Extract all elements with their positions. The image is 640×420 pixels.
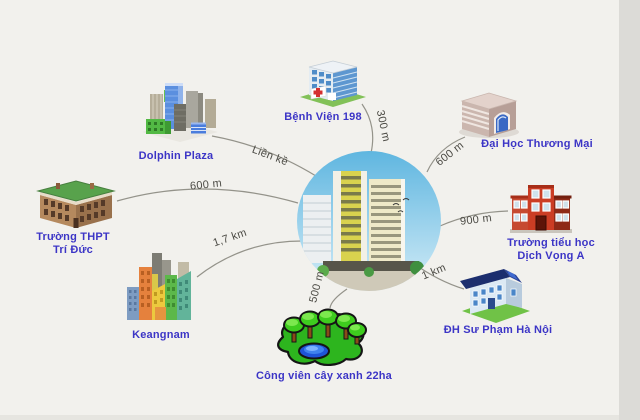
- landmark-label-keangnam: Keangnam: [132, 329, 190, 341]
- landmark-label-truong-tieu-hoc: Trường tiểu học Dịch Vọng A: [507, 237, 595, 262]
- connection-line-dai-hoc-thuong-mai: [426, 136, 466, 173]
- apartment-complex-photo: [297, 151, 441, 291]
- landmark-label-dolphin-plaza: Dolphin Plaza: [138, 150, 214, 162]
- brick-school-building-icon: [36, 180, 116, 228]
- landmark-label-cong-vien-cay-xanh: Công viên cây xanh 22ha: [255, 370, 393, 382]
- solar-panel-icon: [507, 271, 518, 280]
- central-project-ellipse: [297, 151, 441, 291]
- birds-icon: [392, 198, 410, 213]
- red-school-building-icon: [510, 185, 572, 233]
- park-trees-pond-icon: [277, 308, 367, 366]
- connection-line-cong-vien: [329, 288, 348, 309]
- hospital-building-icon: [300, 60, 366, 107]
- connection-line-benh-vien-198: [361, 103, 374, 154]
- landmark-label-truong-thpt-tri-duc: Trường THPT Trí Đức: [36, 231, 110, 256]
- connection-line-keangnam: [196, 240, 303, 278]
- towers-cluster-icon: [142, 83, 218, 142]
- landmark-label-benh-vien-198: Bệnh Viện 198: [284, 111, 362, 123]
- blue-school-building-icon: [460, 269, 530, 323]
- connection-line-truong-tieu-hoc: [439, 210, 509, 227]
- connection-line-thpt-tri-duc: [116, 188, 299, 204]
- right-edge-band: [619, 0, 640, 420]
- landmark-label-dai-hoc-thuong-mai: Đại Học Thương Mại: [481, 138, 593, 150]
- university-building-icon: [459, 92, 519, 138]
- connection-line-dolphin-plaza: [211, 135, 317, 177]
- red-cross-icon: [313, 88, 323, 97]
- city-skyline-icon: [127, 253, 191, 320]
- bottom-edge-band: [0, 415, 619, 420]
- landmark-label-dh-su-pham-ha-noi: ĐH Sư Phạm Hà Nội: [443, 324, 553, 336]
